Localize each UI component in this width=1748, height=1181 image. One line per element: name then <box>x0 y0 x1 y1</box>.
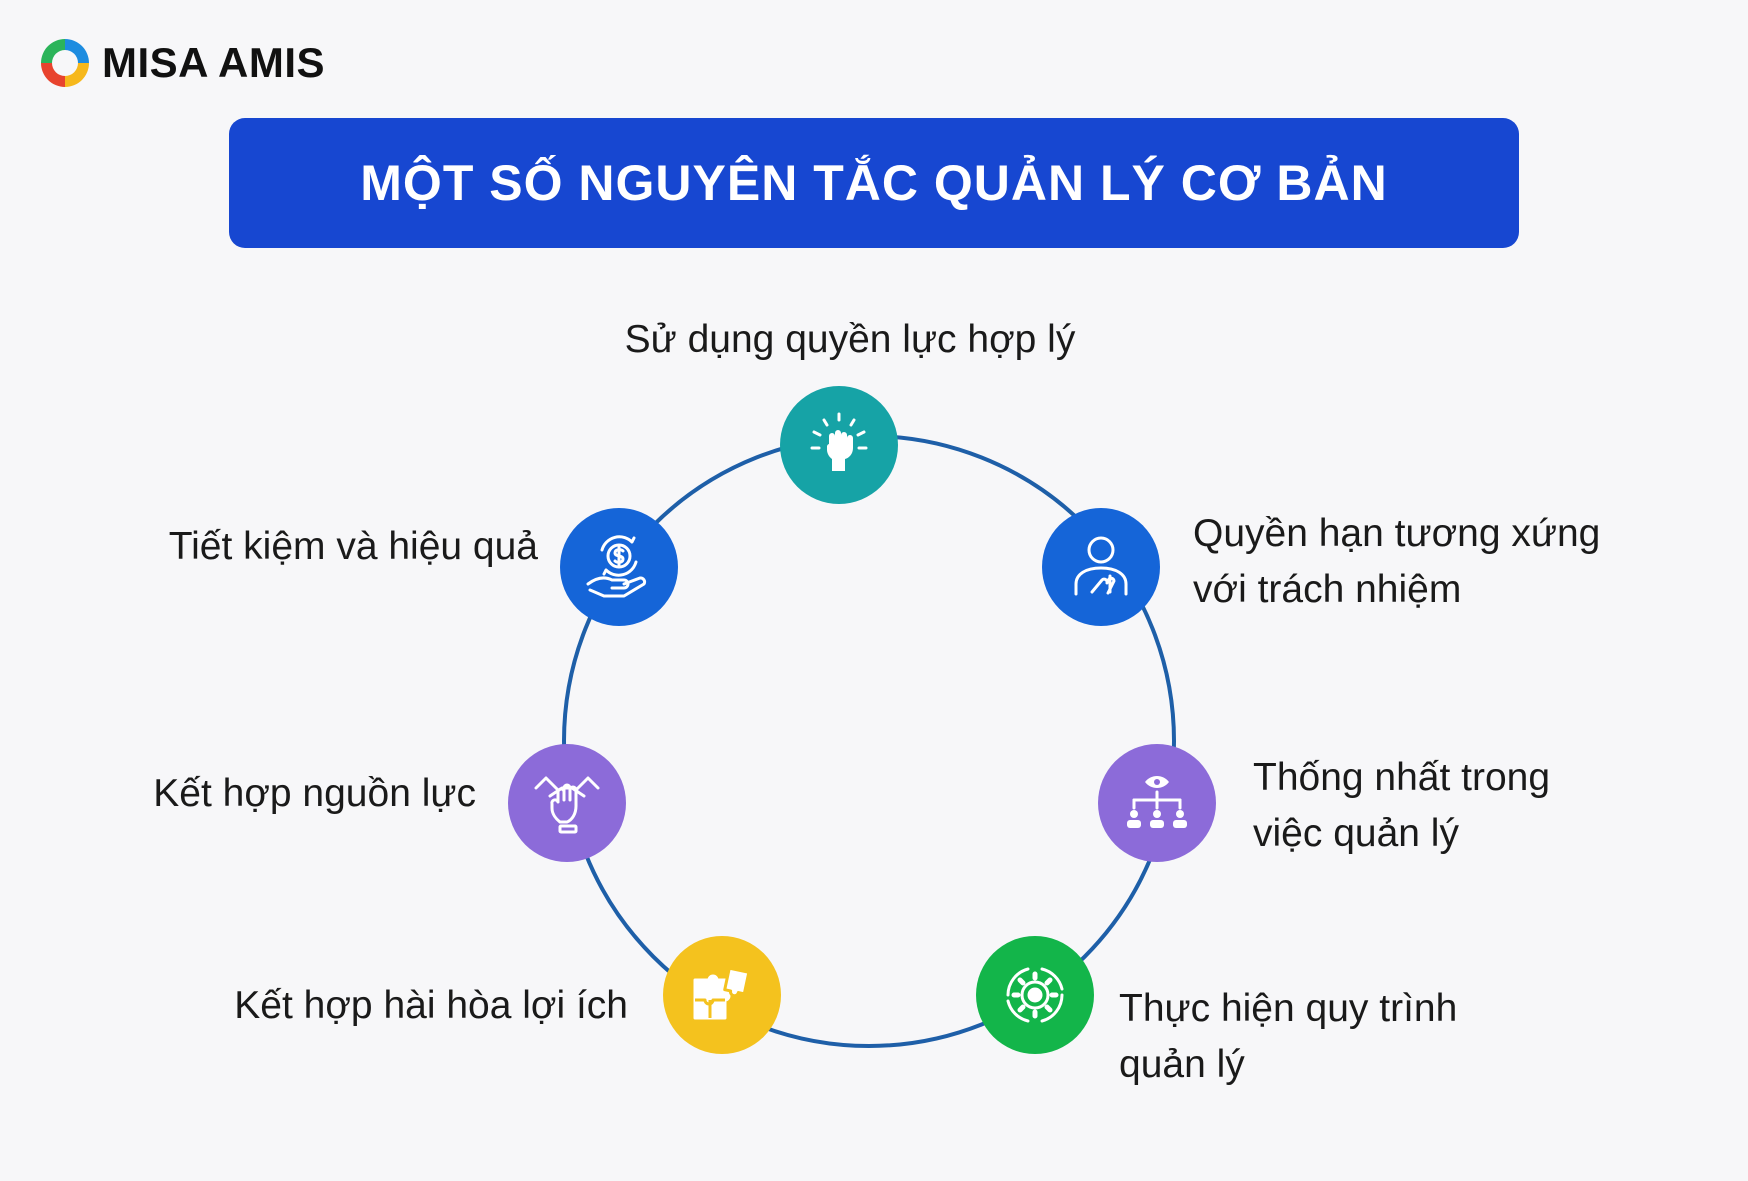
joined-hands-icon <box>534 776 600 834</box>
node-unified-management <box>1098 744 1216 862</box>
misa-amis-logo: MISA AMIS <box>38 36 325 90</box>
gear-cycle-icon <box>1006 967 1064 1023</box>
money-hand-icon <box>586 535 647 598</box>
node-authority-responsibility <box>1042 508 1160 626</box>
label-management-process: Thực hiện quy trình quản lý <box>1119 987 1458 1086</box>
label-combine-resources: Kết hợp nguồn lực <box>153 772 476 815</box>
label-savings-efficiency: Tiết kiệm và hiệu quả <box>168 525 538 568</box>
label-use-power: Sử dụng quyền lực hợp lý <box>624 318 1076 361</box>
org-chart-eye-icon <box>1127 776 1187 828</box>
label-harmonize-interests: Kết hợp hài hòa lợi ích <box>234 984 628 1027</box>
node-harmonize-interests <box>663 936 781 1054</box>
node-combine-resources <box>508 744 626 862</box>
logo-text: MISA AMIS <box>102 39 326 86</box>
label-unified-management: Thống nhất trong việc quản lý <box>1253 756 1551 855</box>
label-authority-responsibility: Quyền hạn tương xứng với trách nhiệm <box>1193 512 1601 611</box>
node-savings-efficiency <box>560 508 678 626</box>
page-title: MỘT SỐ NGUYÊN TẮC QUẢN LÝ CƠ BẢN <box>360 155 1388 211</box>
title-banner: MỘT SỐ NGUYÊN TẮC QUẢN LÝ CƠ BẢN <box>229 118 1519 248</box>
misa-logo-icon <box>41 39 89 87</box>
puzzle-icon <box>693 966 751 1020</box>
person-hand-on-heart-icon <box>1074 536 1128 596</box>
node-management-process <box>976 936 1094 1054</box>
node-use-power <box>780 386 898 504</box>
fist-icon <box>810 412 868 471</box>
